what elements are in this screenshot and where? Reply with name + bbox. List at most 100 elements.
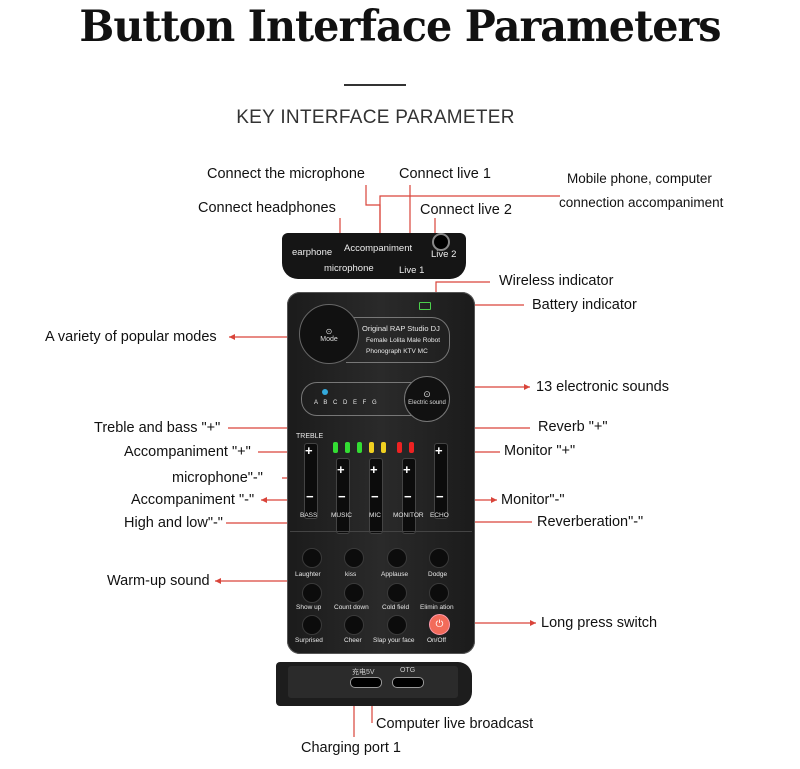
surprised-button[interactable] <box>302 615 322 635</box>
label-reverberation-minus: Reverberation"-" <box>537 514 644 530</box>
slider-label-echo: ECHO <box>430 512 449 519</box>
label-monitor-plus: Monitor "+" <box>504 443 576 459</box>
btn-label-cold-field: Cold field <box>382 604 410 611</box>
slider-label-mic: MIC <box>369 512 381 519</box>
top-live2-text: Live 2 <box>431 249 457 260</box>
label-accompaniment-minus: Accompaniment "-" <box>131 492 255 508</box>
slap-your-face-button[interactable] <box>387 615 407 635</box>
mic-minus-icon: − <box>371 489 379 504</box>
mode-knob-icon: ⊙ <box>325 327 333 336</box>
btn-label-applause: Applause <box>381 571 409 578</box>
line-mobile <box>379 195 560 248</box>
monitor-minus-icon: − <box>404 489 412 504</box>
label-long-press-switch: Long press switch <box>541 615 658 631</box>
power-icon: ⏻ <box>435 619 444 630</box>
btn-label-laughter: Laughter <box>295 571 321 578</box>
btn-label-on-off: On/Off <box>427 637 447 644</box>
label-popular-modes: A variety of popular modes <box>45 329 217 345</box>
mode-line-1: Original RAP Studio DJ <box>362 324 440 333</box>
echo-plus-icon: + <box>435 443 443 458</box>
show-up-button[interactable] <box>302 583 322 603</box>
live2-port <box>432 233 450 251</box>
top-earphone-text: earphone <box>292 247 333 258</box>
cheer-button[interactable] <box>344 615 364 635</box>
echo-slider[interactable] <box>434 443 448 519</box>
label-warmup-sound: Warm-up sound <box>107 573 210 589</box>
slider-label-monitor: MONITOR <box>393 512 424 519</box>
label-charging-port: Charging port 1 <box>301 740 401 756</box>
music-plus-icon: + <box>337 462 345 477</box>
mode-line-3: Phonograph KTV MC <box>366 348 428 355</box>
level-led <box>397 442 402 453</box>
otg-port-text: OTG <box>400 667 416 674</box>
level-led <box>357 442 362 453</box>
mode-knob[interactable]: ⊙ Mode <box>299 304 359 364</box>
kiss-button[interactable] <box>344 548 364 568</box>
btn-label-count-down: Count down <box>334 604 369 611</box>
label-battery-indicator: Battery indicator <box>532 297 637 313</box>
echo-minus-icon: − <box>436 489 444 504</box>
label-high-low-minus: High and low"-" <box>124 515 223 531</box>
device-top-view: earphone Accompaniment Live 2 microphone… <box>282 233 466 279</box>
label-mobile-line2: connection accompaniment <box>559 195 724 210</box>
level-led <box>381 442 386 453</box>
top-accompaniment-text: Accompaniment <box>344 243 413 254</box>
treble-label: TREBLE <box>296 433 324 440</box>
count-down-button[interactable] <box>344 583 364 603</box>
btn-label-dodge: Dodge <box>428 571 448 578</box>
page-subtitle: KEY INTERFACE PARAMETER <box>236 107 515 128</box>
bottom-face: 充电5V OTG <box>288 666 458 698</box>
otg-port <box>392 677 424 688</box>
mode-panel: Original RAP Studio DJ Female Lolita Mal… <box>346 317 450 363</box>
monitor-slider[interactable] <box>402 458 416 534</box>
electric-sound-knob[interactable]: ⊙ Electric sound <box>404 376 450 422</box>
btn-label-elimination: Elimin ation <box>420 604 454 611</box>
btn-label-show-up: Show up <box>296 604 322 611</box>
sound-led <box>322 389 328 395</box>
mic-slider[interactable] <box>369 458 383 534</box>
applause-button[interactable] <box>387 548 407 568</box>
slider-label-music: MUSIC <box>331 512 352 519</box>
level-led <box>409 442 414 453</box>
bass-treble-slider[interactable] <box>304 443 318 519</box>
slider-label-bass: BASS <box>300 512 318 519</box>
label-connect-live1: Connect live 1 <box>399 166 491 182</box>
top-microphone-text: microphone <box>324 263 374 274</box>
page-title: Button Interface Parameters <box>79 2 721 52</box>
label-accompaniment-plus: Accompaniment "+" <box>124 444 251 460</box>
battery-indicator-icon <box>419 302 431 310</box>
label-computer-live-broadcast: Computer live broadcast <box>376 716 534 732</box>
mic-plus-icon: + <box>370 462 378 477</box>
label-connect-headphones: Connect headphones <box>198 200 336 216</box>
level-led <box>345 442 350 453</box>
label-mobile-line1: Mobile phone, computer <box>567 171 712 186</box>
charge-port-text: 充电5V <box>352 669 375 676</box>
on-off-button[interactable]: ⏻ <box>429 614 450 635</box>
title-divider <box>344 84 406 86</box>
device-bottom-view: 充电5V OTG <box>276 662 472 706</box>
music-slider[interactable] <box>336 458 350 534</box>
laughter-button[interactable] <box>302 548 322 568</box>
sound-knob-icon: ⊙ <box>423 389 431 399</box>
label-electronic-sounds: 13 electronic sounds <box>536 379 669 395</box>
device-divider <box>290 531 472 532</box>
btn-label-cheer: Cheer <box>344 637 362 644</box>
bass-minus-icon: − <box>306 489 314 504</box>
mode-line-2: Female Lolita Male Robot <box>366 337 441 344</box>
mode-knob-label: Mode <box>320 336 338 343</box>
dodge-button[interactable] <box>429 548 449 568</box>
label-microphone-minus: microphone"-" <box>172 470 263 486</box>
charging-port <box>350 677 382 688</box>
btn-label-slap-your-face: Slap your face <box>373 637 415 644</box>
label-treble-bass-plus: Treble and bass "+" <box>94 420 221 436</box>
btn-label-surprised: Surprised <box>295 637 323 644</box>
monitor-plus-icon: + <box>403 462 411 477</box>
elimination-button[interactable] <box>429 583 449 603</box>
cold-field-button[interactable] <box>387 583 407 603</box>
btn-label-kiss: kiss <box>345 571 357 578</box>
label-monitor-minus: Monitor"-" <box>501 492 565 508</box>
top-live1-text: Live 1 <box>399 265 425 276</box>
label-connect-microphone: Connect the microphone <box>207 166 365 182</box>
sound-letters: A B C D E F G <box>314 400 379 406</box>
label-connect-live2: Connect live 2 <box>420 202 512 218</box>
